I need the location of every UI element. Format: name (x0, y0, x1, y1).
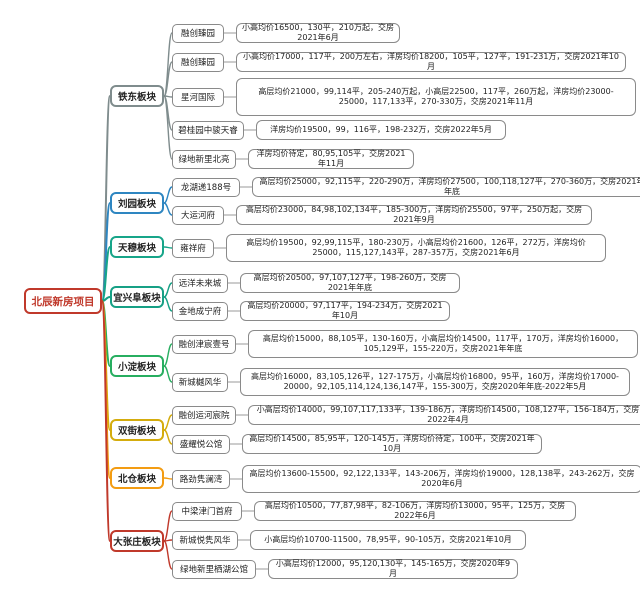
project-detail-node: 高层均价14500，85,95平，120-145万，洋房均价待定，100平，交房… (242, 434, 542, 454)
project-node: 金地成宁府 (172, 301, 228, 321)
district-node: 双街板块 (110, 419, 164, 441)
district-to-project-line (163, 365, 173, 383)
project-detail-node: 高层均价16000，83,105,126平，127-175万，小高层均价1680… (240, 368, 630, 396)
project-detail-node: 小高均价17000，117平，200万左右，洋房均价18200，105平，127… (236, 52, 626, 72)
project-detail-node: 高层均价19500，92,99,115平，180-230万，小高层均价21600… (226, 234, 606, 262)
district-to-project-line (163, 414, 173, 431)
root-node: 北辰新房项目 (24, 288, 102, 314)
project-node: 融创臻园 (172, 23, 224, 43)
project-detail-node: 小高层均价10700-11500，78,95平，90-105万，交房2021年1… (250, 530, 526, 550)
district-node: 天穆板块 (110, 236, 164, 258)
district-node: 宜兴阜板块 (110, 286, 164, 308)
district-to-project-line (163, 282, 173, 298)
project-node: 中梁津门首府 (172, 501, 242, 521)
district-to-project-line (163, 202, 173, 216)
project-detail-node: 高层均价13600-15500，92,122,133平，143-206万，洋房均… (242, 465, 640, 493)
project-node: 碧桂园中骏天睿 (172, 120, 244, 140)
district-to-project-line (163, 296, 173, 312)
district-to-project-line (163, 186, 173, 204)
district-to-project-line (163, 540, 173, 570)
project-node: 新城樾风华 (172, 372, 228, 392)
root-to-district-line (101, 300, 111, 542)
district-to-project-line (163, 477, 173, 480)
district-to-project-line (163, 429, 173, 445)
project-node: 路劲隽澜湾 (172, 469, 230, 489)
project-node: 新城悦隽风华 (172, 530, 238, 550)
project-detail-node: 小高层均价14000，99,107,117,133平，139-186万，洋房均价… (248, 405, 640, 425)
project-detail-node: 高层均价23000，84,98,102,134平，185-300万，洋房均价25… (236, 205, 592, 225)
project-node: 远洋未来城 (172, 273, 228, 293)
project-node: 融创臻园 (172, 52, 224, 72)
district-to-project-line (163, 510, 173, 542)
project-detail-node: 高层均价20500，97,107,127平，198-260万，交房2021年年底 (240, 273, 460, 293)
project-node: 龙湖递188号 (172, 177, 240, 197)
district-node: 铁东板块 (110, 85, 164, 107)
project-detail-node: 高层均价10500，77,87,98平，82-106万，洋房均价13000，95… (254, 501, 576, 521)
project-node: 绿地新里栖湖公馆 (172, 559, 256, 579)
district-to-project-line (163, 343, 173, 367)
district-node: 刘园板块 (110, 192, 164, 214)
district-to-project-line (163, 246, 173, 249)
district-node: 大张庄板块 (110, 530, 164, 552)
project-detail-node: 洋房均价待定，80,95,105平，交房2021年11月 (248, 149, 414, 169)
project-detail-node: 高层均价21000，99,114平，205-240万起，小高层22500，117… (236, 78, 636, 116)
project-detail-node: 高层均价20000，97,117平，194-234万，交房2021年10月 (240, 301, 450, 321)
project-node: 融创津宸壹号 (172, 334, 236, 354)
project-detail-node: 小高层均价12000，95,120,130平，145-165万，交房2020年9… (268, 559, 518, 579)
project-detail-node: 洋房均价19500，99，116平，198-232万，交房2022年5月 (256, 120, 506, 140)
district-node: 北仓板块 (110, 467, 164, 489)
root-to-district-line (101, 246, 111, 302)
project-node: 盛耀悦公馆 (172, 434, 230, 454)
project-detail-node: 高层均价15000，88,105平，130-160万，小高层均价14500，11… (248, 330, 638, 358)
project-detail-node: 高层均价25000，92,115平，220-290万，洋房均价27500，100… (252, 177, 640, 197)
district-to-project-line (163, 95, 173, 160)
project-node: 雍祥府 (172, 238, 214, 258)
project-detail-node: 小高均价16500，130平，210万起，交房2021年6月 (236, 23, 400, 43)
district-to-project-line (163, 61, 173, 97)
project-node: 大运河府 (172, 205, 224, 225)
project-node: 星河国际 (172, 87, 224, 107)
project-node: 融创运河宸院 (172, 405, 236, 425)
district-node: 小淀板块 (110, 355, 164, 377)
project-node: 绿地新里北亮 (172, 149, 236, 169)
